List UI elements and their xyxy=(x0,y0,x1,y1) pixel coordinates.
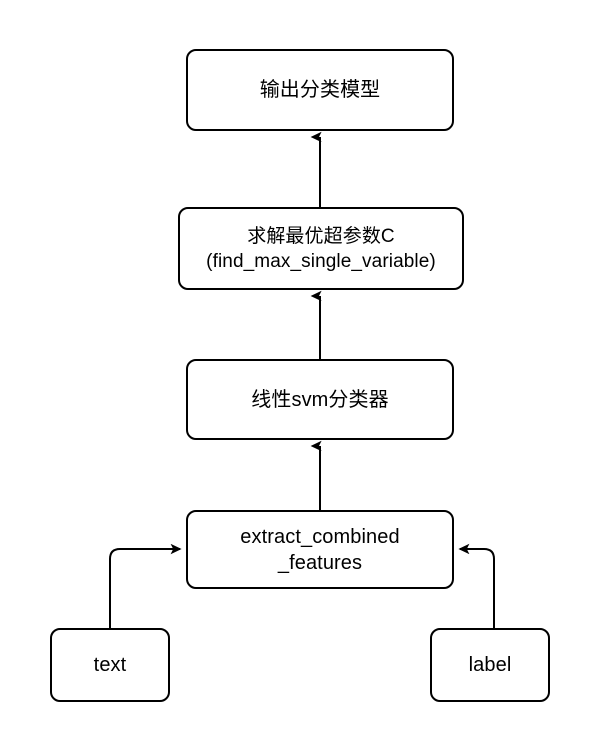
node-input-text[interactable]: text xyxy=(50,628,170,702)
node-solve-optimal-hyperparameter[interactable]: 求解最优超参数C (find_max_single_variable) xyxy=(178,207,464,290)
edge-label-to-extract xyxy=(458,543,495,628)
node-output-label: 输出分类模型 xyxy=(259,79,381,101)
node-extract-combined-features[interactable]: extract_combined _features xyxy=(186,510,454,589)
edge-text-to-extract xyxy=(109,543,182,628)
node-extract-label: extract_combined _features xyxy=(240,525,400,574)
node-text-label: text xyxy=(93,654,127,676)
node-linear-svm-classifier[interactable]: 线性svm分类器 xyxy=(186,359,454,440)
node-input-label[interactable]: label xyxy=(430,628,550,702)
node-svm-label: 线性svm分类器 xyxy=(251,388,389,411)
node-output-classification-model[interactable]: 输出分类模型 xyxy=(186,49,454,131)
node-label-input-label: label xyxy=(468,654,512,676)
node-hyperparam-label: 求解最优超参数C (find_max_single_variable) xyxy=(206,225,436,272)
